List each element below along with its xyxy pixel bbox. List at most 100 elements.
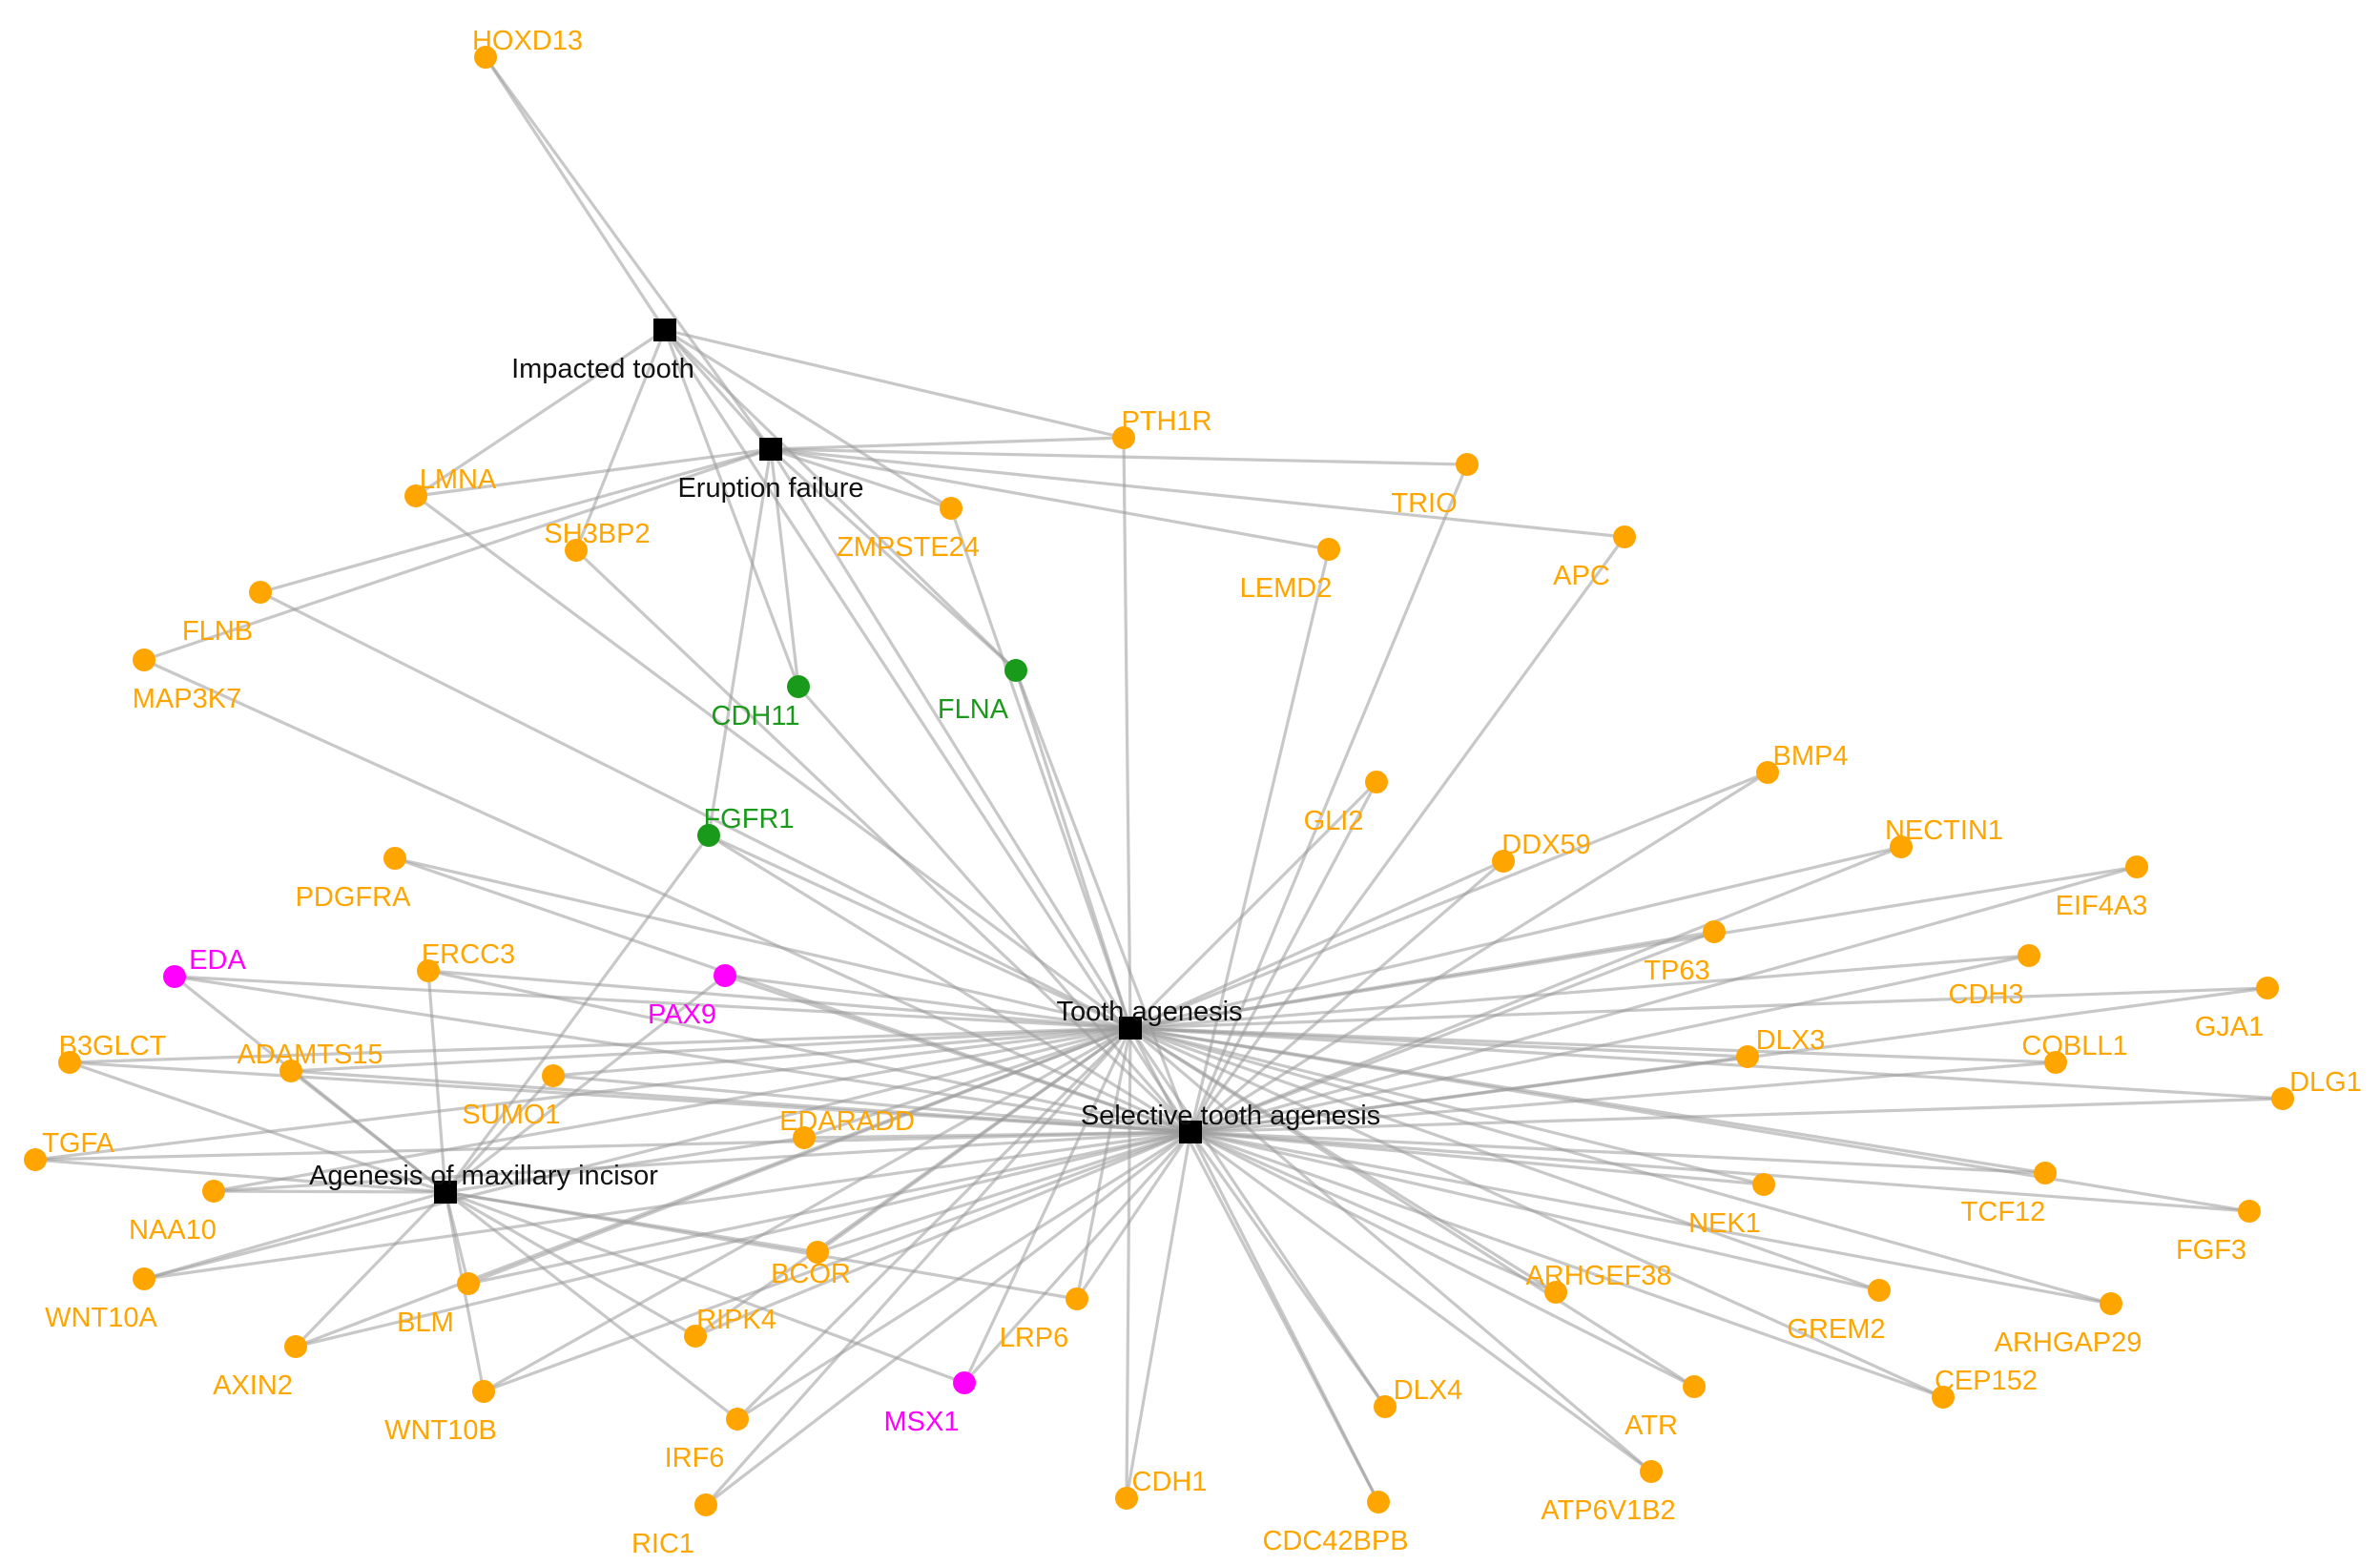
gene-dot xyxy=(684,1325,707,1348)
edge-naa10-maxillary xyxy=(213,1189,446,1194)
edge-cdh11-eruption xyxy=(769,448,800,688)
edge-tgfa-maxillary xyxy=(34,1158,446,1194)
edge-eruption-agenesis xyxy=(769,448,1132,1029)
gene-node-naa10: NAA10 xyxy=(129,1180,225,1246)
phenotype-node-maxillary: Agenesis of maxillary incisor xyxy=(309,1161,658,1204)
edge-arhgef38-selective xyxy=(1190,1130,1557,1294)
edge-fgfr1-selective xyxy=(708,834,1191,1134)
gene-label: FGF3 xyxy=(2176,1235,2246,1266)
gene-node-cdc42bpb: CDC42BPB xyxy=(1262,1491,1409,1556)
gene-dot xyxy=(1004,659,1027,682)
gene-dot xyxy=(133,649,155,671)
edge-tgfa-selective xyxy=(34,1130,1191,1162)
gene-label: B3GLCT xyxy=(59,1031,167,1061)
edge-fgf3-agenesis xyxy=(1129,1026,2250,1213)
gene-dot xyxy=(417,959,440,982)
edge-wnt10b-agenesis xyxy=(483,1026,1131,1393)
gene-node-lmna: LMNA xyxy=(404,464,497,507)
phenotype-square xyxy=(653,319,676,341)
gene-label: RIC1 xyxy=(631,1529,694,1559)
edge-gja1-agenesis xyxy=(1129,986,2268,1030)
gene-dot xyxy=(787,675,810,698)
edge-pax9-selective xyxy=(724,974,1191,1134)
edge-ripk4-maxillary xyxy=(445,1190,696,1338)
gene-label: LRP6 xyxy=(1000,1323,1069,1353)
edge-lmna-impacted xyxy=(415,328,666,498)
gene-node-bcor: BCOR xyxy=(771,1241,851,1289)
edge-pth1r-agenesis xyxy=(1122,437,1132,1029)
gene-dot xyxy=(279,1060,302,1082)
gene-dot xyxy=(163,965,186,988)
gene-node-gja1: GJA1 xyxy=(2195,977,2279,1042)
gene-label: SUMO1 xyxy=(462,1100,560,1130)
gene-dot xyxy=(542,1064,565,1087)
edge-trio-eruption xyxy=(770,447,1468,466)
gene-label: BLM xyxy=(397,1308,454,1338)
gene-dot xyxy=(1367,1491,1390,1514)
network-edges xyxy=(34,56,2284,1507)
edge-hoxd13-eruption xyxy=(484,56,773,450)
gene-node-dlx3: DLX3 xyxy=(1736,1025,1825,1068)
edge-ric1-selective xyxy=(705,1130,1191,1507)
gene-node-atp6v1b2: ATP6V1B2 xyxy=(1541,1460,1676,1526)
gene-label: GREM2 xyxy=(1787,1314,1885,1345)
gene-node-irf6: IRF6 xyxy=(665,1408,749,1473)
gene-dot xyxy=(58,1051,81,1074)
edge-cdh1-agenesis xyxy=(1125,1027,1132,1499)
edge-sumo1-maxillary xyxy=(444,1074,555,1194)
edge-lrp6-maxillary xyxy=(445,1190,1078,1301)
gene-node-fgfr1: FGFR1 xyxy=(697,804,795,847)
gene-dot xyxy=(1115,1487,1138,1510)
gene-node-ercc3: ERCC3 xyxy=(417,939,515,982)
gene-dot xyxy=(404,484,427,507)
edge-cdh3-agenesis xyxy=(1129,954,2030,1030)
edge-flna-agenesis xyxy=(1014,669,1132,1029)
edge-map3k7-eruption xyxy=(143,447,772,662)
edge-msx1-selective xyxy=(962,1130,1192,1385)
edge-fgf3-selective xyxy=(1190,1130,2250,1213)
edge-wnt10a-maxillary xyxy=(143,1190,446,1281)
gene-dot xyxy=(2018,944,2040,967)
gene-dot xyxy=(2256,977,2279,999)
gene-dot xyxy=(1112,426,1135,449)
gene-label: NECTIN1 xyxy=(1885,815,2003,846)
phenotype-label: Agenesis of maxillary incisor xyxy=(309,1161,658,1191)
gene-dot xyxy=(2034,1162,2057,1184)
gene-node-wnt10b: WNT10B xyxy=(384,1380,497,1446)
gene-label: WNT10A xyxy=(45,1303,157,1333)
edge-ric1-agenesis xyxy=(704,1026,1132,1507)
edge-dlg1-agenesis xyxy=(1129,1026,2284,1101)
edge-pth1r-eruption xyxy=(770,436,1125,451)
gene-node-msx1: MSX1 xyxy=(884,1371,976,1437)
edge-fgfr1-eruption xyxy=(707,448,773,836)
gene-label: EIF4A3 xyxy=(2056,891,2148,921)
edge-msx1-maxillary xyxy=(445,1190,965,1385)
edge-dlx3-selective xyxy=(1190,1055,1749,1134)
gene-node-ric1: RIC1 xyxy=(631,1493,717,1559)
gene-dot xyxy=(1456,453,1479,476)
gene-label: ATR xyxy=(1625,1411,1678,1441)
edge-axin2-agenesis xyxy=(295,1026,1131,1349)
edge-dlg1-selective xyxy=(1190,1097,2284,1134)
gene-dot xyxy=(697,824,720,847)
gene-node-sumo1: SUMO1 xyxy=(462,1064,565,1130)
edge-tp63-agenesis xyxy=(1129,930,1715,1030)
gene-label: HOXD13 xyxy=(472,26,583,56)
gene-label: TCF12 xyxy=(1961,1197,2046,1227)
edge-axin2-maxillary xyxy=(294,1190,447,1349)
edge-hoxd13-impacted xyxy=(484,56,667,331)
gene-node-tcf12: TCF12 xyxy=(1961,1162,2057,1227)
gene-node-trio: TRIO xyxy=(1391,453,1479,519)
gene-node-eda: EDA xyxy=(163,945,246,988)
gene-node-hoxd13: HOXD13 xyxy=(472,26,583,69)
gene-label: COBLL1 xyxy=(2021,1031,2127,1061)
edge-zmpste24-impacted xyxy=(664,328,952,510)
gene-label: EDA xyxy=(189,945,246,976)
gene-label: CDH3 xyxy=(1949,979,2024,1010)
edge-msx1-agenesis xyxy=(962,1027,1132,1384)
gene-node-pax9: PAX9 xyxy=(648,964,736,1030)
gene-node-sh3bp2: SH3BP2 xyxy=(544,519,651,562)
gene-node-arhgef38: ARHGEF38 xyxy=(1525,1261,1672,1304)
edge-dlx4-agenesis xyxy=(1128,1027,1387,1408)
gene-label: IRF6 xyxy=(665,1443,725,1473)
